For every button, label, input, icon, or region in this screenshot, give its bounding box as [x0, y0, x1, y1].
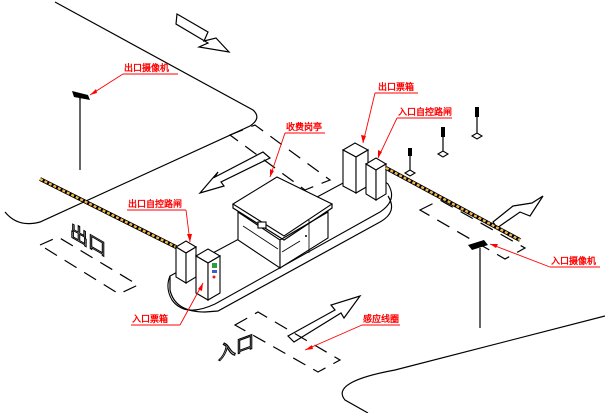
callout-exit-ticket-box: 出口票箱	[361, 81, 418, 144]
exit-camera	[72, 91, 90, 170]
label-exit-barrier: 出口自控路闸	[128, 198, 182, 210]
exit-barrier-gate	[174, 240, 198, 284]
road-marking-entry: 入口	[217, 331, 254, 366]
arrow-top-inbound-icon	[175, 13, 231, 53]
entry-barrier-arm	[385, 166, 521, 242]
label-entry-barrier: 入口自控路闸	[397, 106, 452, 118]
callout-exit-barrier: 出口自控路闸	[127, 198, 192, 243]
induction-loop-left	[38, 236, 140, 295]
label-induction-loop: 感应线圈	[363, 313, 399, 325]
label-exit-camera: 出口摄像机	[124, 62, 169, 74]
label-exit-ticket-box: 出口票箱	[378, 81, 414, 93]
callout-toll-booth: 收费岗亭	[269, 121, 325, 178]
label-entry-ticket-box: 入口票箱	[131, 313, 168, 325]
entry-ticket-box	[194, 248, 222, 301]
callout-entry-camera: 入口摄像机	[489, 243, 600, 268]
road-curb-top-left	[4, 1, 258, 225]
road-curb-bottom-right	[341, 315, 605, 413]
callout-entry-ticket-box: 入口票箱	[131, 282, 204, 326]
callout-induction-loop: 感应线圈	[304, 313, 400, 351]
callout-entry-barrier: 入口自控路闸	[377, 106, 452, 159]
toll-booth	[231, 176, 334, 270]
entry-camera	[468, 240, 488, 328]
bollard-3	[470, 107, 484, 140]
induction-loop-top	[228, 124, 332, 191]
bollard-2	[436, 127, 450, 158]
ticket-box-display	[212, 263, 217, 268]
arrow-bottom-inbound-icon	[287, 294, 362, 343]
induction-loop-bottom	[233, 311, 342, 373]
induction-loop-right	[418, 199, 527, 260]
label-toll-booth: 收费岗亭	[286, 121, 322, 133]
ticket-box-button-red	[212, 275, 216, 279]
exit-ticket-box	[341, 142, 370, 194]
arrow-right-outbound-icon	[492, 195, 544, 229]
bollard-1	[403, 148, 417, 177]
label-entry-camera: 入口摄像机	[550, 255, 596, 267]
road-marking-entry-text: 入口	[218, 331, 254, 364]
ticket-box-button-blue	[212, 270, 217, 273]
arrow-left-outbound-icon	[198, 151, 272, 195]
callout-exit-camera: 出口摄像机	[89, 62, 178, 96]
entry-barrier-gate	[364, 157, 388, 201]
exit-barrier-arm	[39, 177, 179, 250]
